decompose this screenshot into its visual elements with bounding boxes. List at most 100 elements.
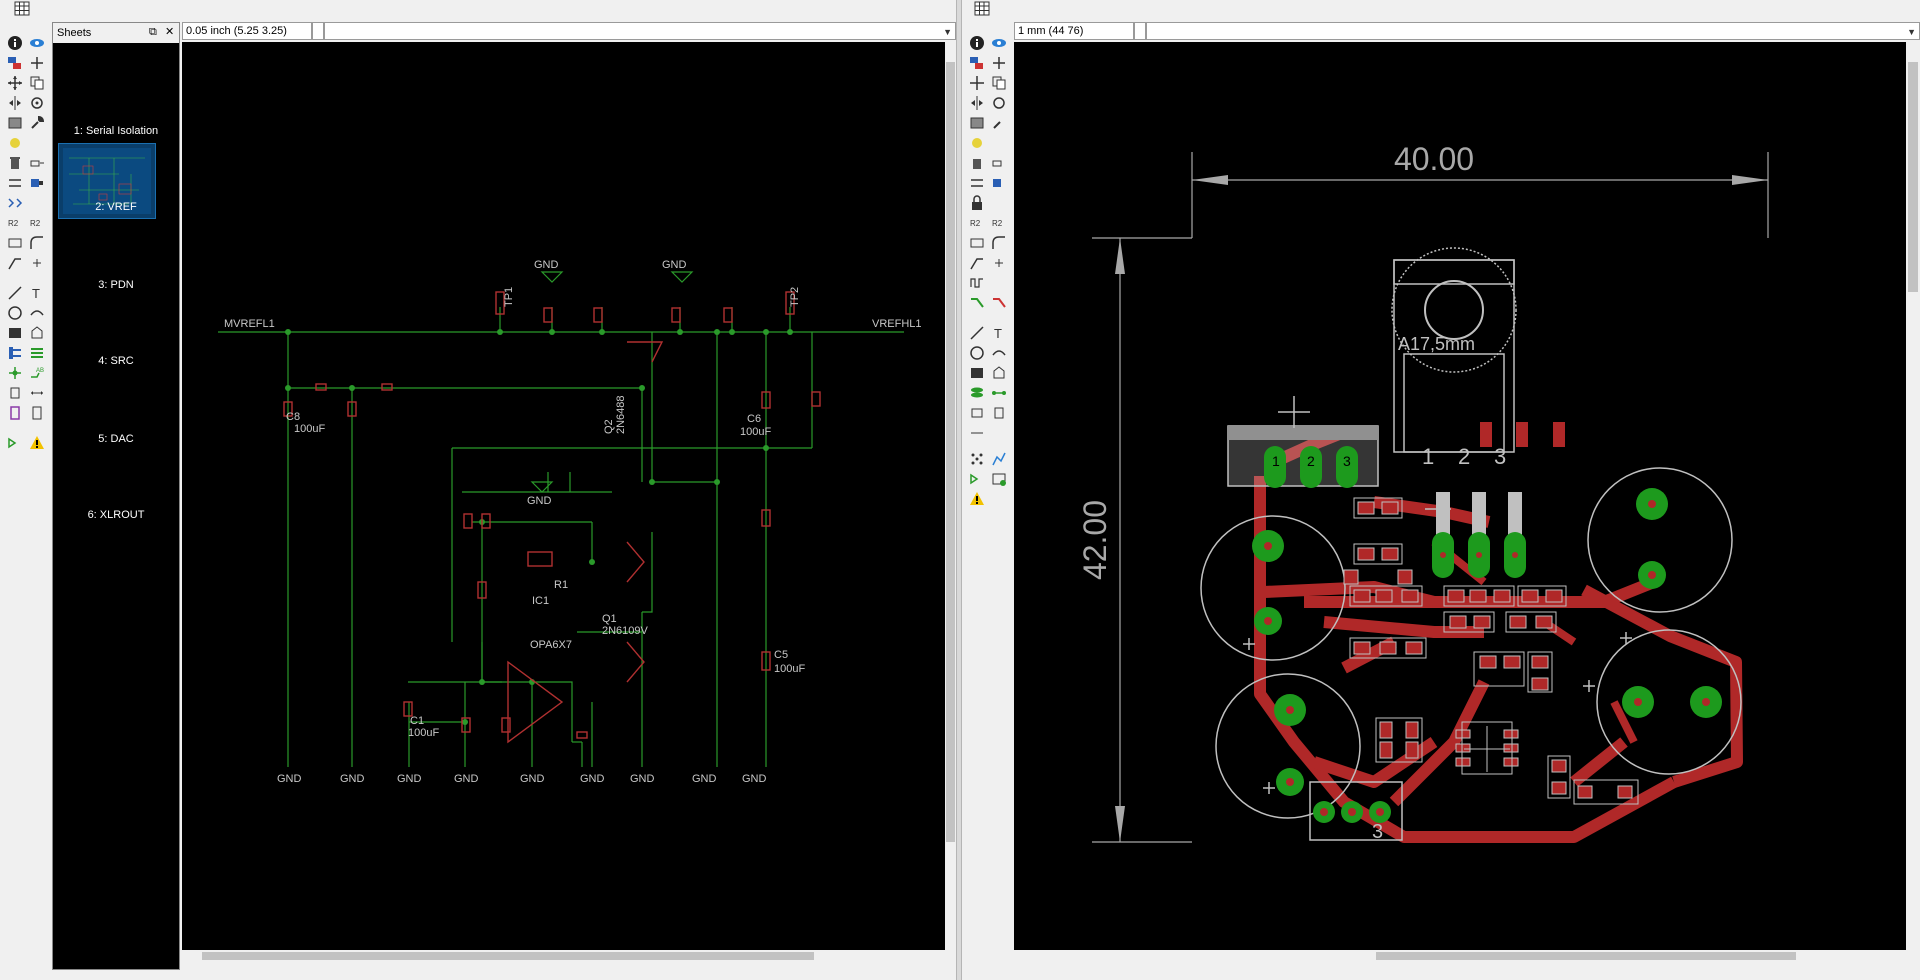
split-icon[interactable]	[968, 254, 986, 272]
split-icon[interactable]	[6, 254, 24, 272]
smash-icon[interactable]	[968, 234, 986, 252]
name-icon[interactable]: R2	[6, 214, 24, 232]
warning-icon[interactable]	[28, 434, 46, 452]
meander-icon[interactable]	[968, 274, 986, 292]
signal-icon[interactable]	[990, 384, 1008, 402]
hole-icon[interactable]	[968, 404, 986, 422]
line-icon[interactable]	[6, 284, 24, 302]
value-icon[interactable]: R2	[990, 214, 1008, 232]
route-icon[interactable]	[968, 294, 986, 312]
board-canvas[interactable]: 40.00 42.00	[1014, 42, 1906, 950]
sheet-thumbnail-1[interactable]	[58, 143, 156, 219]
add-icon[interactable]	[990, 154, 1008, 172]
arc-icon[interactable]	[990, 344, 1008, 362]
info-icon[interactable]	[6, 34, 24, 52]
miter-icon[interactable]	[990, 234, 1008, 252]
gateswap-icon[interactable]	[6, 194, 24, 212]
line-icon[interactable]	[968, 324, 986, 342]
chevron-down-icon[interactable]: ▼	[943, 27, 952, 37]
rotate-icon[interactable]	[28, 94, 46, 112]
value-icon[interactable]: R2	[28, 214, 46, 232]
name-icon[interactable]: R2	[968, 214, 986, 232]
board-vertical-scrollbar[interactable]	[1906, 42, 1920, 950]
rect-icon[interactable]	[6, 324, 24, 342]
eye-icon[interactable]	[28, 34, 46, 52]
chevron-down-icon[interactable]: ▼	[1907, 27, 1916, 37]
board-horizontal-scroll-thumb[interactable]	[1376, 952, 1796, 960]
move-icon[interactable]	[6, 74, 24, 92]
sheet-item-6[interactable]: 6: XLROUT	[87, 509, 145, 521]
text-icon[interactable]: T	[28, 284, 46, 302]
paste-icon[interactable]	[968, 134, 986, 152]
eye-icon[interactable]	[990, 34, 1008, 52]
add-icon[interactable]	[28, 154, 46, 172]
float-panel-icon[interactable]: ⧉	[149, 26, 157, 38]
attribute-icon[interactable]	[990, 404, 1008, 422]
board-horizontal-scrollbar[interactable]	[1014, 950, 1906, 962]
mirror-icon[interactable]	[968, 94, 986, 112]
board-vertical-scroll-thumb[interactable]	[1908, 62, 1918, 292]
ratsnest-icon[interactable]	[968, 450, 986, 468]
command-input[interactable]: ▼	[1146, 22, 1920, 40]
replace-icon[interactable]	[990, 174, 1008, 192]
label-icon[interactable]: AB	[28, 364, 46, 382]
bus-icon[interactable]	[6, 344, 24, 362]
copy-icon[interactable]	[990, 74, 1008, 92]
schematic-vertical-scrollbar[interactable]	[945, 42, 956, 950]
errors-icon[interactable]	[990, 470, 1008, 488]
polygon-icon[interactable]	[990, 364, 1008, 382]
schematic-horizontal-scroll-thumb[interactable]	[202, 952, 814, 960]
command-history-button[interactable]	[1134, 22, 1146, 40]
move-icon[interactable]	[968, 74, 986, 92]
dimension-icon[interactable]	[28, 384, 46, 402]
group-icon[interactable]	[968, 114, 986, 132]
net-icon[interactable]	[28, 344, 46, 362]
copy-icon[interactable]	[28, 74, 46, 92]
wrench-icon[interactable]	[28, 114, 46, 132]
module-icon[interactable]	[6, 404, 24, 422]
dimension-icon[interactable]	[968, 424, 986, 442]
text-icon[interactable]: T	[990, 324, 1008, 342]
junction-icon[interactable]	[6, 364, 24, 382]
rotate-icon[interactable]	[990, 94, 1008, 112]
via-icon[interactable]	[968, 384, 986, 402]
delete-icon[interactable]	[6, 154, 24, 172]
arc-icon[interactable]	[28, 304, 46, 322]
replace-icon[interactable]	[28, 174, 46, 192]
schematic-vertical-scroll-thumb[interactable]	[946, 62, 955, 842]
group-icon[interactable]	[6, 114, 24, 132]
sheet-item-1[interactable]: 1: Serial Isolation	[73, 125, 159, 137]
mark-icon[interactable]	[990, 54, 1008, 72]
cross-icon[interactable]	[990, 254, 1008, 272]
pinswap-icon[interactable]	[6, 174, 24, 192]
close-icon[interactable]: ✕	[165, 26, 175, 38]
sheet-item-3[interactable]: 3: PDN	[98, 279, 134, 291]
info-icon[interactable]	[968, 34, 986, 52]
pinswap-icon[interactable]	[968, 174, 986, 192]
circle-icon[interactable]	[6, 304, 24, 322]
mirror-icon[interactable]	[6, 94, 24, 112]
mark-icon[interactable]	[28, 54, 46, 72]
sheet-item-5[interactable]: 5: DAC	[98, 433, 134, 445]
pane-splitter[interactable]	[956, 0, 962, 980]
drc-icon[interactable]	[968, 470, 986, 488]
smash-icon[interactable]	[6, 234, 24, 252]
port-icon[interactable]	[28, 404, 46, 422]
autorouter-icon[interactable]	[990, 450, 1008, 468]
paste-icon[interactable]	[6, 134, 24, 152]
miter-icon[interactable]	[28, 234, 46, 252]
sheet-item-2[interactable]: 2: VREF	[95, 201, 137, 213]
grid-icon[interactable]	[974, 1, 990, 16]
grid-icon[interactable]	[14, 1, 30, 16]
command-input[interactable]: ▼	[324, 22, 956, 40]
delete-icon[interactable]	[968, 154, 986, 172]
warning-icon[interactable]	[968, 490, 986, 508]
erc-icon[interactable]	[6, 434, 24, 452]
lock-icon[interactable]	[968, 194, 986, 212]
layers-icon[interactable]	[968, 54, 986, 72]
polygon-icon[interactable]	[28, 324, 46, 342]
circle-icon[interactable]	[968, 344, 986, 362]
layers-icon[interactable]	[6, 54, 24, 72]
ripup-icon[interactable]	[990, 294, 1008, 312]
cross-icon[interactable]	[28, 254, 46, 272]
